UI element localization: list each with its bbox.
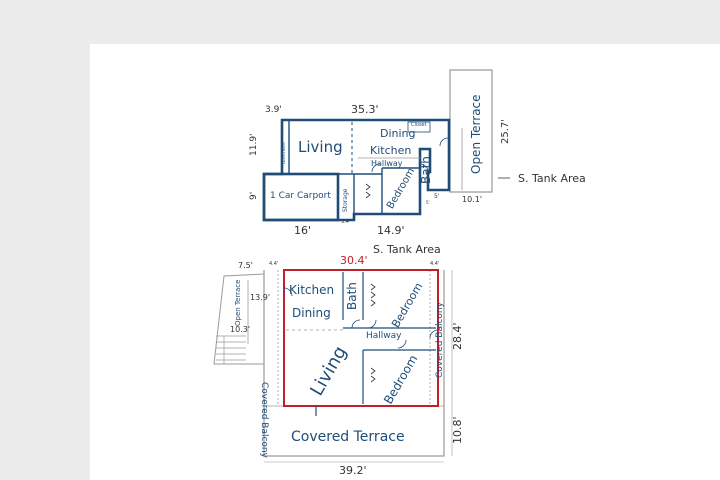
upper-open-terrace-label: Open Terrace (469, 94, 483, 174)
lower-dim-top: 30.4' (340, 254, 368, 267)
lower-kitchen-label: Kitchen (289, 283, 335, 297)
lower-dim-terrace-depth: 10.8' (451, 416, 464, 444)
door-swing-lower-4 (283, 287, 293, 297)
lower-dim-terrace-bottom: 10.3' (230, 325, 251, 334)
lower-covered-terrace-label: Covered Terrace (291, 429, 405, 445)
lower-dim-right-small: 4.4' (430, 261, 440, 267)
upper-stair-chevron-2 (365, 191, 371, 199)
lower-dim-bottom: 39.2' (339, 464, 367, 477)
door-swing-lower-3 (397, 339, 407, 349)
upper-kitchen-label: Kitchen (370, 144, 412, 157)
lower-stair-chevron-3 (370, 299, 376, 307)
door-swing-lower-1 (351, 319, 361, 329)
lower-tank-area-label: S. Tank Area (373, 243, 441, 256)
upper-dim-step-small: 5' (426, 200, 430, 205)
floor-plan-sheet: Living Dining Closet Kitchen Hallway Bat… (90, 44, 720, 480)
door-swing-upper-2 (439, 137, 449, 147)
upper-storage-label: Storage (342, 188, 349, 212)
door-swing-lower-2 (367, 319, 377, 329)
lower-dim-left-small: 4.4' (269, 261, 279, 267)
upper-tank-area-label: S. Tank Area (518, 172, 586, 185)
upper-dim-left-upper: 11.9' (249, 133, 259, 156)
door-swing-upper-3 (419, 163, 429, 173)
lower-bath-label: Bath (345, 282, 359, 310)
floor-plan-drawing (213, 69, 510, 463)
upper-dim-storage: 3.4' (341, 219, 351, 225)
lower-stair-chevron-1 (370, 283, 376, 291)
upper-dim-top: 35.3' (351, 103, 379, 116)
upper-bath-label: Bath (419, 156, 433, 184)
upper-dim-bottom-mid: 14.9' (377, 224, 405, 237)
upper-dim-bottom-left: 16' (294, 224, 312, 237)
lower-covered-balcony-left-label: Covered Balcony (259, 382, 269, 458)
covered-terrace-outline (263, 270, 445, 457)
upper-laundry-label: Laundry Room (282, 142, 286, 164)
lower-stairs (216, 335, 246, 364)
lower-dim-right: 28.4' (451, 322, 464, 350)
upper-carport-label: 1 Car Carport (270, 191, 331, 201)
upper-closet-label: Closet (411, 122, 427, 128)
lower-stair-chevron-4 (370, 367, 376, 375)
lower-stair-chevron-5 (370, 375, 376, 383)
door-swing-upper-1 (371, 163, 381, 173)
upper-dim-top-left: 3.9' (265, 105, 282, 115)
lower-open-terrace-label: Open Terrace (234, 279, 242, 326)
lower-dining-label: Dining (292, 306, 331, 320)
upper-dim-terrace-width: 10.1' (462, 195, 483, 204)
lower-hallway-label: Hallway (366, 331, 402, 341)
lower-floor-walls (283, 269, 439, 407)
lower-open-terrace-outline (213, 273, 265, 365)
upper-dim-left-lower: 9' (249, 191, 259, 200)
upper-living-label: Living (298, 138, 343, 156)
lower-stair-chevron-2 (370, 291, 376, 299)
door-swing-lower-5 (429, 329, 439, 339)
upper-dining-label: Dining (380, 127, 416, 140)
lower-covered-balcony-right-label: Covered Balcony (435, 302, 445, 378)
upper-stair-chevron-1 (365, 183, 371, 191)
upper-dim-terrace-height: 25.7' (500, 118, 511, 144)
lower-dim-terrace-side: 13.9' (250, 293, 271, 302)
upper-hallway-label: Hallway (371, 159, 403, 168)
upper-dim-step: 5' (434, 193, 440, 200)
lower-dim-terrace-top: 7.5' (238, 261, 253, 270)
closet-outline (407, 121, 431, 133)
